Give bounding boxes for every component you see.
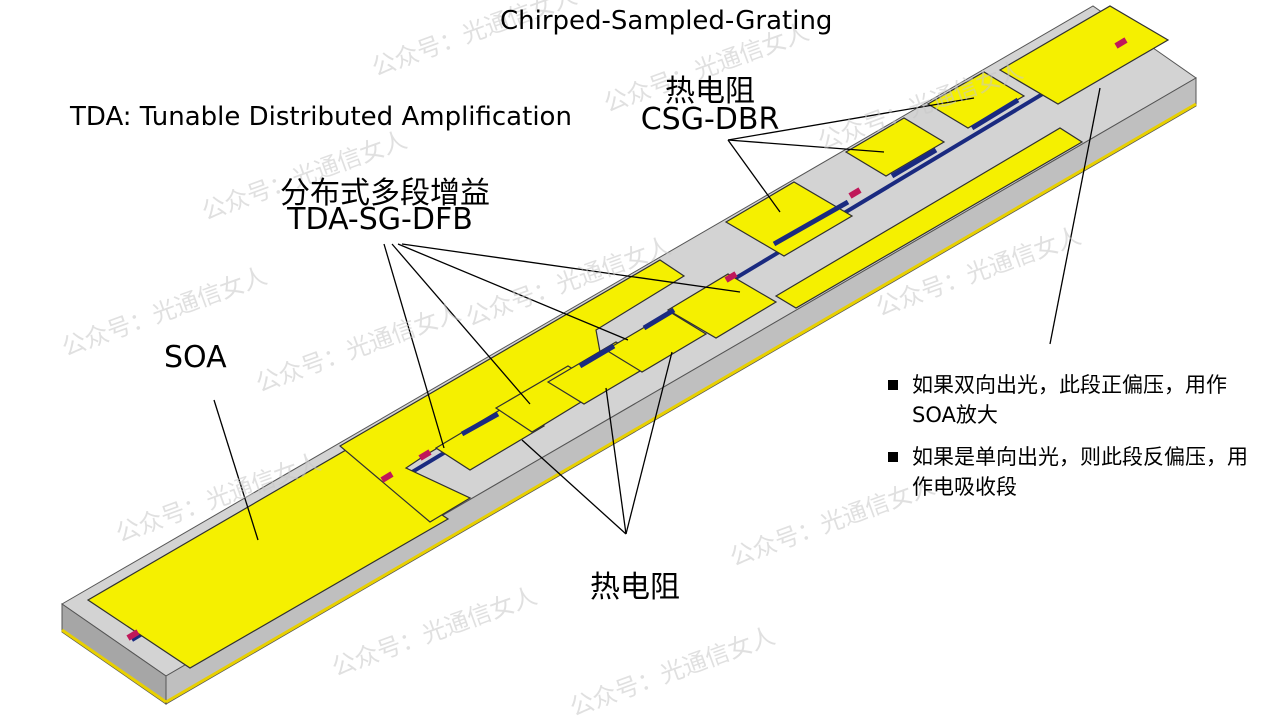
dbr-grating-2 <box>890 147 938 179</box>
isolation-5 <box>848 187 862 199</box>
callout-dbr-1 <box>727 139 781 213</box>
bullet-square-icon <box>888 380 898 390</box>
isolation-2 <box>380 471 394 483</box>
callout-notes <box>1049 87 1101 345</box>
callout-soa <box>213 399 259 541</box>
dfb-grating-1 <box>460 411 500 437</box>
callout-dfb-3 <box>397 243 629 341</box>
diagram-title: Chirped-Sampled-Grating <box>500 6 833 36</box>
dbr-heater-pad-2 <box>844 117 946 177</box>
soa-label: SOA <box>164 340 227 375</box>
subtitle: TDA: Tunable Distributed Amplification <box>70 102 572 132</box>
bullet-square-icon <box>888 452 898 462</box>
isolation-sections <box>126 37 1128 641</box>
grating-segments <box>460 97 1020 437</box>
dbr-heater-label: 热电阻 <box>665 74 755 109</box>
notes-list: 如果双向出光，此段正偏压，用作SOA放大 如果是单向出光，则此段反偏压，用作电吸… <box>888 370 1258 514</box>
callout-bottom-3 <box>625 351 673 535</box>
note-text: 如果是单向出光，则此段反偏压，用作电吸收段 <box>912 445 1248 499</box>
dfb-name-label: TDA-SG-DFB <box>287 202 473 237</box>
isolation-1 <box>126 629 140 641</box>
dfb-heater-pad-5 <box>666 273 778 339</box>
soa-pad <box>86 449 450 669</box>
callout-dbr-2 <box>727 139 885 153</box>
chip-side-face <box>165 77 1197 705</box>
chip-gold-backside <box>165 102 1197 704</box>
output-soa-pad <box>998 5 1170 105</box>
dfb-grating-2 <box>578 343 616 369</box>
isolation-3 <box>418 449 432 461</box>
dfb-cn-label: 分布式多段增益 <box>280 176 490 211</box>
dbr-name-label: CSG-DBR <box>640 102 780 137</box>
isolation-6 <box>1114 37 1128 49</box>
dbr-grating-1 <box>772 199 850 247</box>
dfb-grating-3 <box>642 307 676 331</box>
dbr-grating-3 <box>970 97 1020 131</box>
callout-dfb-2 <box>391 243 531 405</box>
note-text: 如果双向出光，此段正偏压，用作SOA放大 <box>912 373 1227 427</box>
callout-dfb-1 <box>383 243 445 449</box>
callout-bottom-2 <box>605 387 627 535</box>
note-item: 如果双向出光，此段正偏压，用作SOA放大 <box>888 370 1258 430</box>
callout-bottom-1 <box>521 439 627 535</box>
dbr-common-electrode <box>774 127 1084 309</box>
gold-pads <box>86 5 1170 669</box>
chip-gold-backside-front <box>61 628 167 704</box>
callout-lines <box>213 87 1101 541</box>
dbr-heater-pad-3 <box>926 71 1026 129</box>
isolation-4 <box>724 271 738 283</box>
callout-dfb-4 <box>401 243 741 293</box>
callout-dbr-3 <box>727 97 975 141</box>
dbr-heater-pad-1 <box>724 181 854 257</box>
bottom-heater-label: 热电阻 <box>590 570 680 605</box>
note-item: 如果是单向出光，则此段反偏压，用作电吸收段 <box>888 442 1258 502</box>
